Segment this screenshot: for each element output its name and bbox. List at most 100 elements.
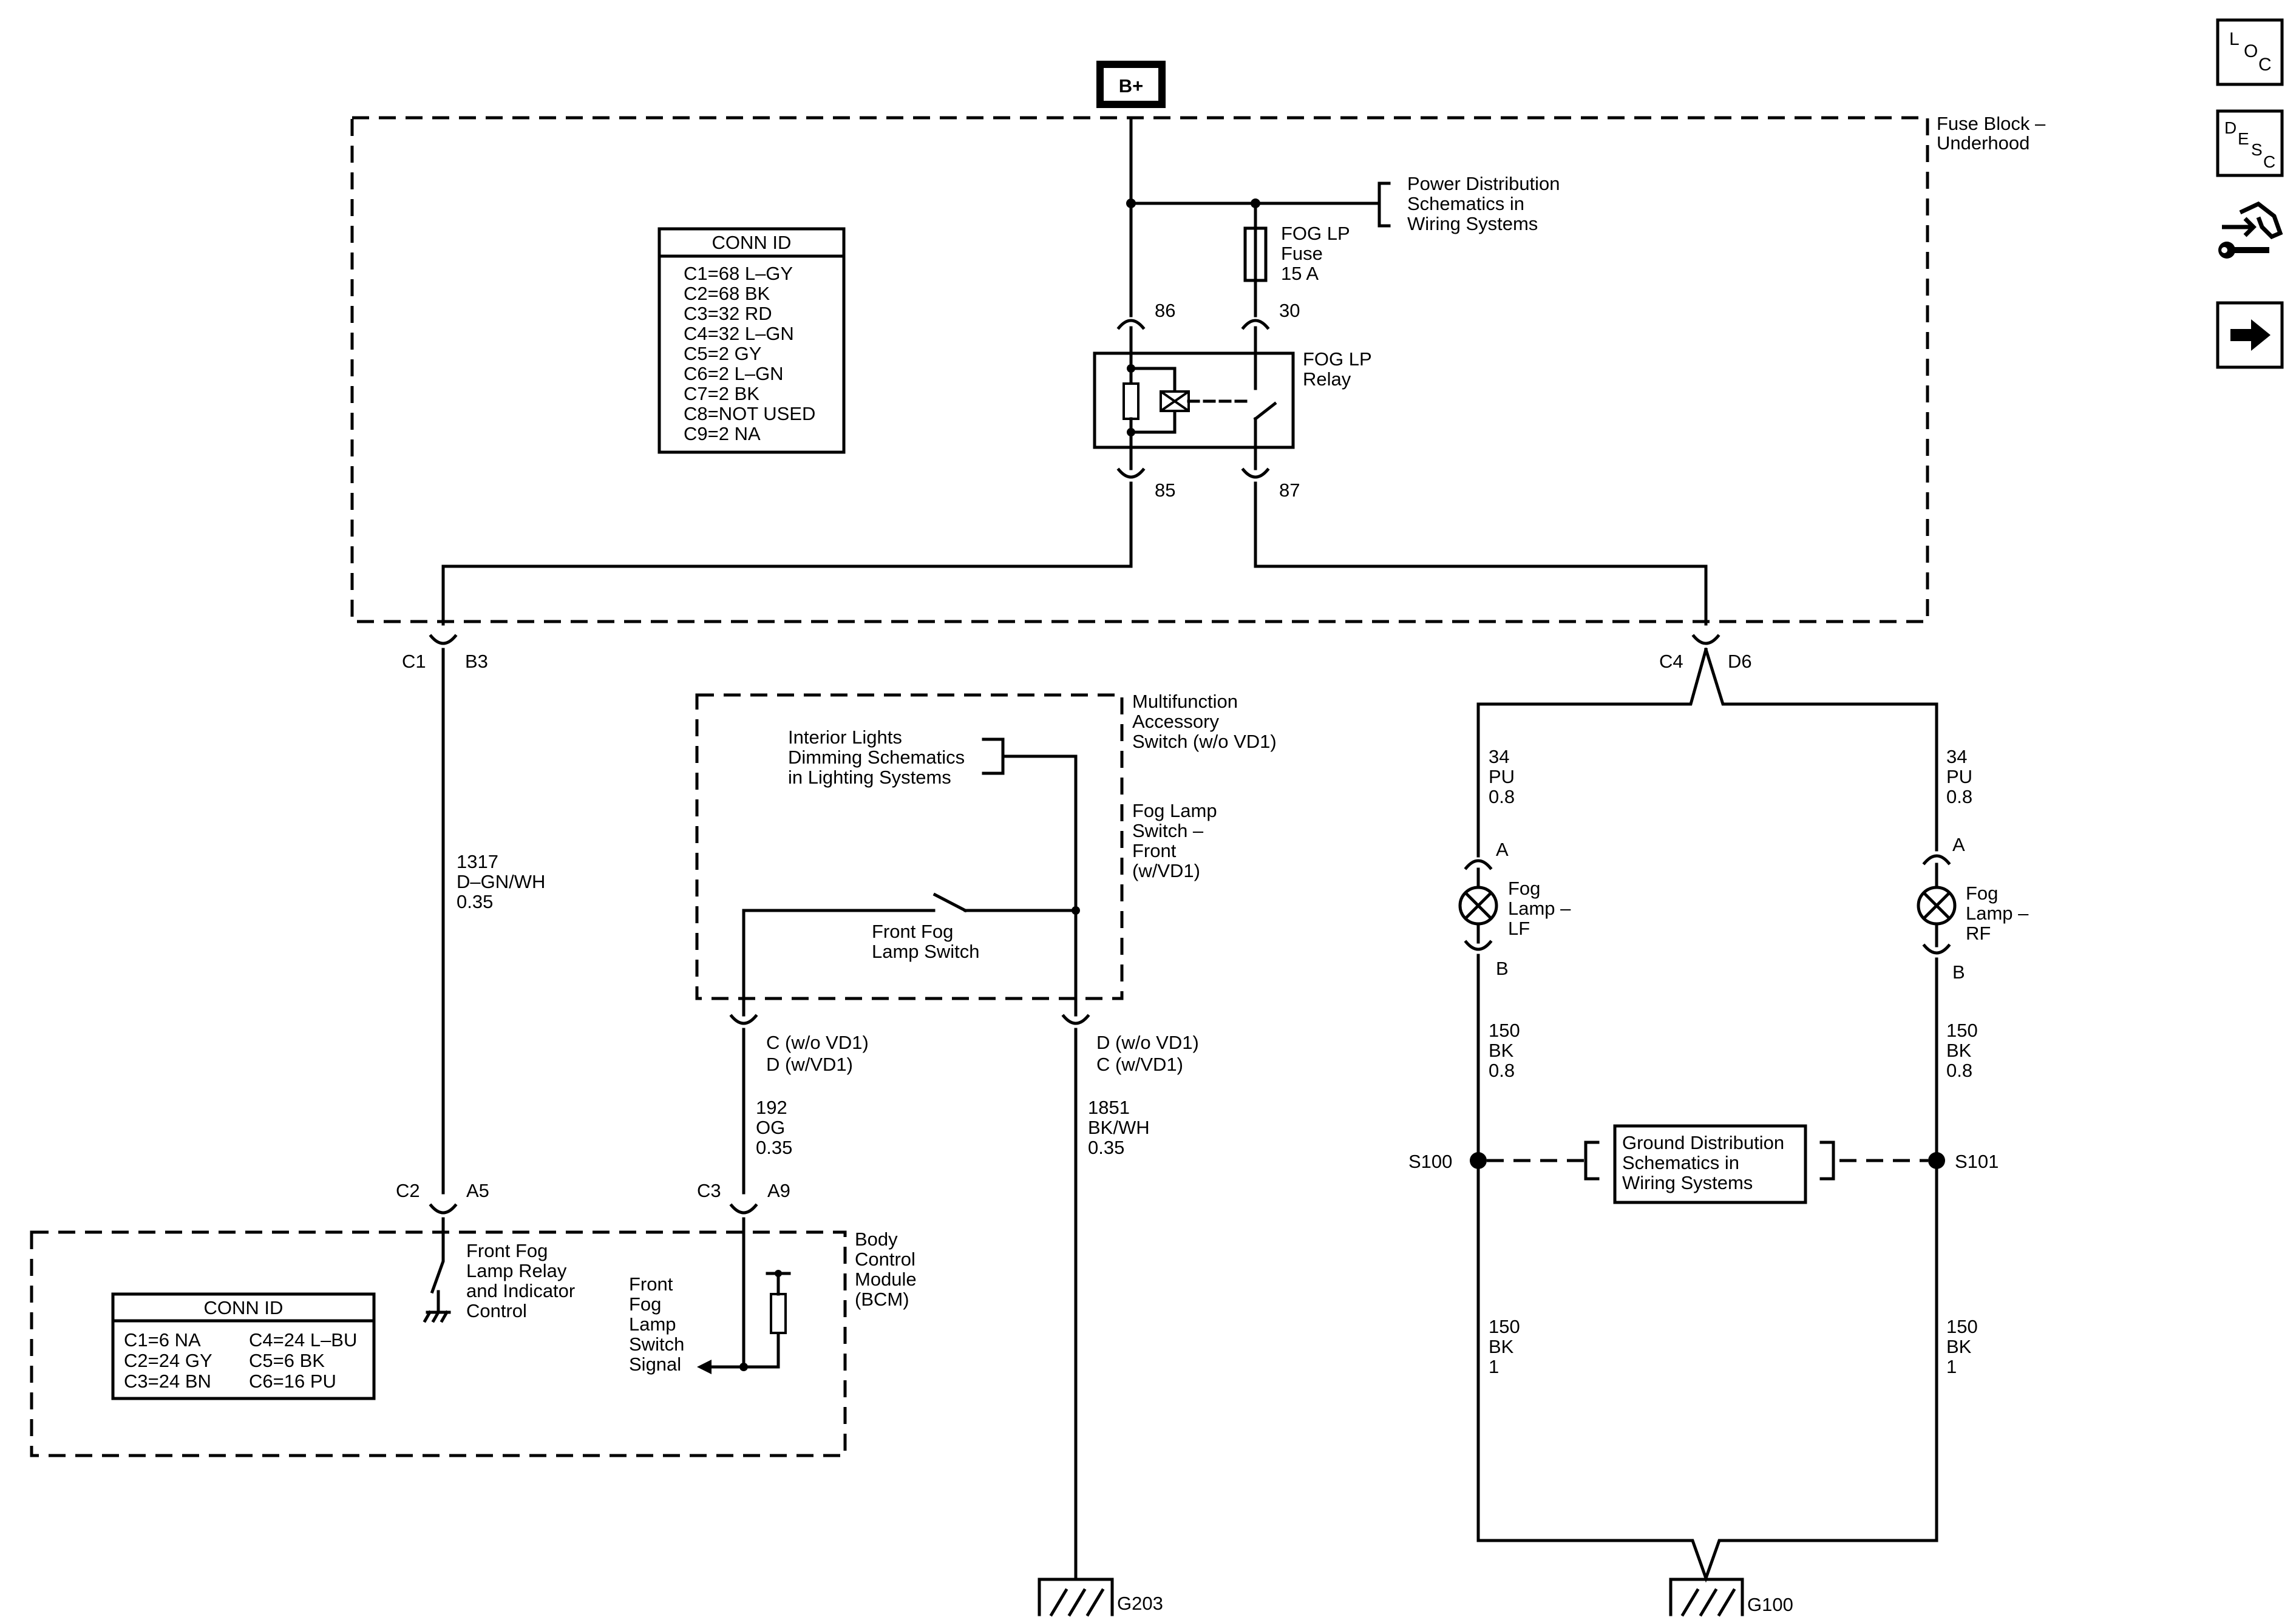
svg-text:C9=2 NA: C9=2 NA: [684, 423, 761, 444]
svg-text:O: O: [2244, 41, 2258, 61]
description-button[interactable]: D E S C: [2216, 109, 2284, 177]
svg-text:C6=16 PU: C6=16 PU: [249, 1371, 336, 1392]
wire-1317-color: D–GN/WH: [457, 871, 545, 892]
svg-text:in Lighting Systems: in Lighting Systems: [788, 767, 951, 788]
svg-text:C7=2 BK: C7=2 BK: [684, 383, 759, 404]
svg-text:Lamp –: Lamp –: [1508, 898, 1571, 919]
svg-text:LF: LF: [1508, 918, 1530, 939]
svg-text:1: 1: [1946, 1356, 1957, 1377]
pin-a9: A9: [767, 1180, 790, 1201]
svg-text:S: S: [2251, 140, 2263, 159]
wire-192-circuit: 192: [756, 1097, 787, 1118]
svg-text:C8=NOT USED: C8=NOT USED: [684, 403, 815, 424]
svg-text:15 A: 15 A: [1281, 263, 1319, 284]
rf-pin-b: B: [1952, 961, 1965, 983]
svg-text:1: 1: [1489, 1356, 1499, 1377]
rf-wire-out-circuit: 150: [1946, 1020, 1978, 1041]
svg-text:L: L: [2229, 29, 2240, 49]
svg-text:RF: RF: [1966, 923, 1991, 944]
svg-text:C5=6 BK: C5=6 BK: [249, 1350, 325, 1371]
relay-pin-86: 86: [1155, 300, 1175, 321]
relay-pin-87: 87: [1279, 480, 1300, 501]
lf-pin-a: A: [1496, 839, 1509, 860]
fog-lp-fuse: [1243, 202, 1268, 317]
fog-lp-relay: [1093, 351, 1295, 449]
svg-text:BK: BK: [1489, 1336, 1514, 1357]
rf-wire-in-circuit: 34: [1946, 746, 1967, 767]
svg-text:C (w/VD1): C (w/VD1): [1096, 1054, 1183, 1075]
svg-text:BK: BK: [1489, 1040, 1514, 1061]
svg-text:D (w/VD1): D (w/VD1): [766, 1054, 853, 1075]
svg-text:Signal: Signal: [629, 1354, 681, 1375]
wire-1317-gauge: 0.35: [457, 891, 493, 912]
svg-text:PU: PU: [1946, 766, 1972, 787]
svg-text:Wiring Systems: Wiring Systems: [1407, 213, 1538, 234]
svg-text:Switch (w/o VD1): Switch (w/o VD1): [1132, 731, 1277, 752]
supply-label: B+: [1119, 75, 1144, 97]
bcm-conn-id-table: CONN ID C1=6 NA C2=24 GY C3=24 BN C4=24 …: [111, 1292, 376, 1400]
relay-label: FOG LP: [1303, 348, 1372, 370]
svg-text:(w/VD1): (w/VD1): [1132, 860, 1200, 881]
svg-text:C: C: [2263, 152, 2275, 171]
lf-wire-gnd-circuit: 150: [1489, 1316, 1520, 1337]
svg-text:Accessory: Accessory: [1132, 711, 1219, 732]
svg-text:0.8: 0.8: [1946, 786, 1972, 807]
conn-c4: C4: [1659, 651, 1683, 672]
lf-pin-b: B: [1496, 958, 1509, 979]
svg-text:Wiring Systems: Wiring Systems: [1622, 1172, 1753, 1193]
conn-c1: C1: [402, 651, 426, 672]
splice-s100: [1470, 1152, 1487, 1169]
wire-192-gauge: 0.35: [756, 1137, 792, 1158]
relay-pin-85: 85: [1155, 480, 1175, 501]
wire-1851-circuit: 1851: [1088, 1097, 1130, 1118]
splice-s101: [1928, 1152, 1945, 1169]
relay-indicator-control: Front Fog: [466, 1240, 548, 1261]
front-fog-lamp-switch: [742, 892, 1080, 1017]
svg-text:C3=32 RD: C3=32 RD: [684, 303, 772, 324]
svg-text:Control: Control: [855, 1249, 915, 1270]
multifunction-switch-name: Multifunction: [1132, 691, 1238, 712]
rf-pin-a: A: [1952, 834, 1965, 855]
svg-text:C4=32 L–GN: C4=32 L–GN: [684, 323, 794, 344]
next-page-button[interactable]: [2216, 301, 2284, 369]
svg-text:0.8: 0.8: [1946, 1060, 1972, 1081]
svg-text:C2=24 GY: C2=24 GY: [124, 1350, 212, 1371]
svg-text:CONN ID: CONN ID: [712, 232, 792, 253]
ground-distribution-ref: Ground Distribution: [1622, 1132, 1784, 1153]
svg-text:Front: Front: [1132, 840, 1177, 861]
pin-d6: D6: [1728, 651, 1752, 672]
svg-text:PU: PU: [1489, 766, 1515, 787]
svg-text:Lamp Switch: Lamp Switch: [872, 941, 979, 962]
ground-g203-symbol: [1038, 1578, 1114, 1617]
svg-text:C3=24 BN: C3=24 BN: [124, 1371, 211, 1392]
connector-wrench-icon: [2218, 201, 2283, 259]
svg-text:Lamp –: Lamp –: [1966, 903, 2029, 924]
svg-text:(BCM): (BCM): [855, 1289, 909, 1310]
mfa-pin-left: C (w/o VD1): [766, 1032, 869, 1053]
connector-wrench-button[interactable]: [2216, 198, 2284, 266]
svg-text:C: C: [2258, 55, 2272, 75]
wire-192-color: OG: [756, 1117, 785, 1138]
svg-text:Module: Module: [855, 1269, 917, 1290]
pin-a5: A5: [466, 1180, 489, 1201]
svg-text:C4=24 L–BU: C4=24 L–BU: [249, 1329, 357, 1351]
bcm-boundary: [30, 1230, 847, 1457]
svg-text:Dimming Schematics: Dimming Schematics: [788, 747, 965, 768]
svg-text:Control: Control: [466, 1300, 527, 1321]
svg-text:0.8: 0.8: [1489, 1060, 1515, 1081]
lf-wire-out-circuit: 150: [1489, 1020, 1520, 1041]
pin-b3: B3: [465, 651, 488, 672]
location-button[interactable]: L O C: [2216, 18, 2284, 86]
svg-text:C2=68 BK: C2=68 BK: [684, 283, 770, 304]
fuse-label: FOG LP: [1281, 223, 1350, 244]
ground-distribution-ref-box: [1613, 1124, 1807, 1204]
svg-text:0.8: 0.8: [1489, 786, 1515, 807]
battery-supply: B+: [1096, 61, 1166, 108]
relay-pin-30: 30: [1279, 300, 1300, 321]
svg-text:Fog: Fog: [629, 1293, 661, 1315]
svg-text:Schematics in: Schematics in: [1407, 193, 1524, 214]
svg-text:Underhood: Underhood: [1937, 132, 2029, 154]
fog-lamp-switch-front-name: Fog Lamp: [1132, 800, 1217, 821]
power-distribution-ref: Power Distribution: [1407, 173, 1560, 194]
multifunction-switch-boundary: [695, 693, 1124, 1000]
